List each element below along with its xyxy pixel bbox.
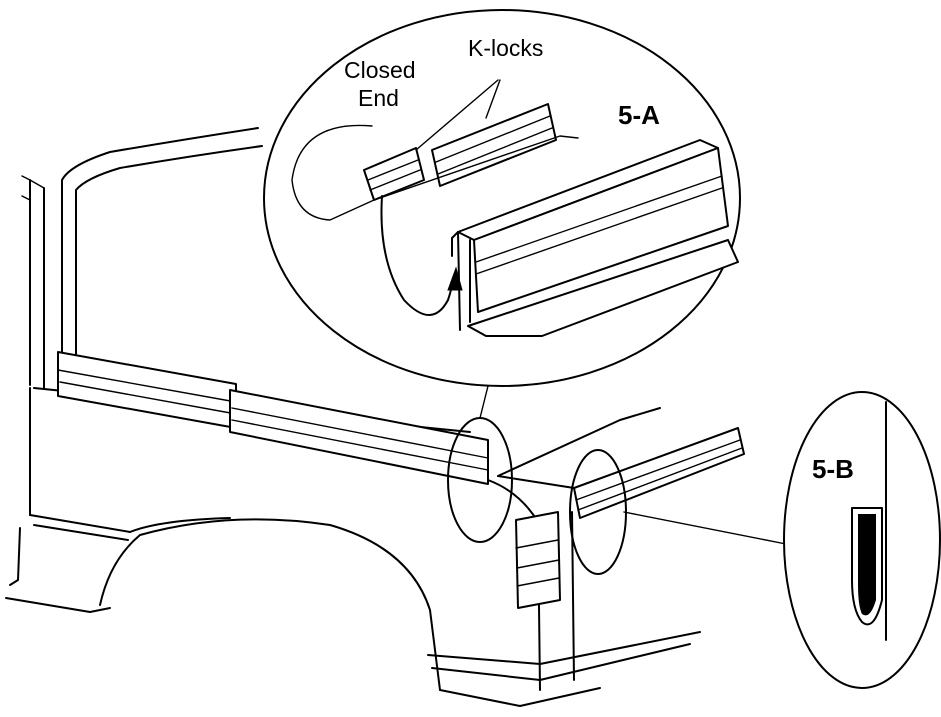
tailgate-top <box>497 407 661 477</box>
leader-line-b <box>623 511 787 545</box>
bed-lower-rear <box>427 631 701 665</box>
bed-bottom-front <box>9 527 21 586</box>
side-rail-rear <box>229 389 489 485</box>
rear-rail-groove <box>575 439 743 511</box>
cab-top-rail-inner <box>75 145 263 386</box>
detail-5b: 5-B <box>783 391 941 689</box>
rear-rail <box>573 427 745 519</box>
cab-top-rail <box>61 127 259 386</box>
profile-rail-groove <box>475 175 723 275</box>
tailgate-edge <box>497 475 575 489</box>
detail-5a: Closed End K-locks 5-A <box>263 9 741 387</box>
detail-5b-seal <box>858 514 876 616</box>
side-rail-front <box>57 351 237 429</box>
tail-light <box>515 511 561 609</box>
bed-side-lower-line2 <box>33 524 129 541</box>
tail-light-seg3 <box>516 577 560 587</box>
label-closed: Closed <box>344 57 416 83</box>
pointer-closed-end <box>291 124 375 221</box>
insert-arrowhead <box>447 266 463 291</box>
profile-rail-bottom <box>467 239 739 337</box>
bed-side-lower-line <box>29 514 131 533</box>
tail-light-seg1 <box>515 539 559 549</box>
side-rail-rear-groove <box>231 407 489 471</box>
label-5b: 5-B <box>812 454 854 484</box>
tail-light-seg2 <box>516 559 560 569</box>
callout-markers <box>447 385 787 575</box>
front-post-edge <box>21 175 45 201</box>
label-5a: 5-A <box>618 100 660 130</box>
label-k-locks: K-locks <box>468 35 543 61</box>
profile-rail-lip <box>451 231 459 257</box>
truck-bed <box>5 127 745 707</box>
bed-lower-rear2 <box>431 643 691 681</box>
pointer-klock-2 <box>485 79 501 119</box>
wheel-arch <box>99 518 441 691</box>
label-end: End <box>358 85 399 111</box>
side-rail-front-groove <box>57 369 237 415</box>
pointer-klock-1 <box>415 79 499 151</box>
klock-closed-end-groove <box>367 159 421 191</box>
bed-bottom-front2 <box>5 597 111 613</box>
leader-line-a <box>479 385 489 419</box>
rear-corner-top <box>487 479 539 523</box>
bed-bottom-rear <box>439 687 601 707</box>
klock-rail-base <box>373 135 579 201</box>
klock-piece-2-groove <box>435 115 553 175</box>
wheel-arch-inner <box>129 517 231 533</box>
